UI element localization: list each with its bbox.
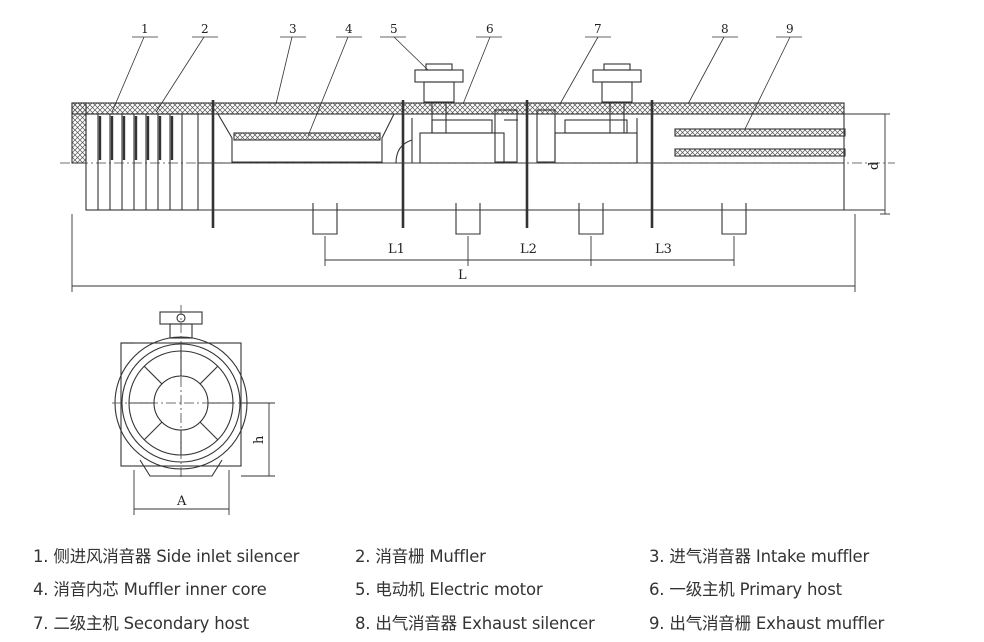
callout-1: 1 — [141, 22, 149, 36]
legend-item-2: 2. 消音栅 Muffler — [355, 547, 486, 566]
legend-item-4: 4. 消音内芯 Muffler inner core — [33, 580, 267, 599]
callout-8: 8 — [721, 22, 729, 36]
dim-label-h: h — [252, 435, 267, 444]
secondary-host — [536, 109, 638, 164]
insulation-left-end — [71, 102, 87, 164]
callout-5: 5 — [390, 22, 398, 36]
insulation-top — [71, 102, 845, 115]
callout-7: 7 — [594, 22, 602, 36]
electric-motor-1 — [414, 63, 464, 133]
side-inlet-silencer — [85, 113, 199, 211]
support-legs — [312, 203, 747, 235]
legend-item-9: 9. 出气消音栅 Exhaust muffler — [649, 614, 885, 633]
parts-legend: 1. 侧进风消音器 Side inlet silencer 2. 消音栅 Muf… — [0, 533, 984, 638]
flanges — [211, 100, 654, 228]
dim-label-L1: L1 — [388, 242, 405, 257]
callout-3: 3 — [289, 22, 297, 36]
callout-4: 4 — [345, 22, 353, 36]
intake-muffler — [217, 113, 395, 163]
legend-item-5: 5. 电动机 Electric motor — [355, 580, 543, 599]
side-dimensions — [71, 113, 890, 292]
callout-9: 9 — [786, 22, 794, 36]
dim-label-L: L — [458, 268, 467, 283]
dim-label-L3: L3 — [655, 242, 672, 257]
exhaust-muffler — [674, 128, 846, 157]
legend-item-8: 8. 出气消音器 Exhaust silencer — [355, 614, 595, 633]
side-elevation — [71, 63, 885, 235]
callout-leaders — [111, 36, 802, 137]
dim-label-d: d — [867, 162, 882, 170]
legend-item-1: 1. 侧进风消音器 Side inlet silencer — [33, 547, 300, 566]
legend-item-3: 3. 进气消音器 Intake muffler — [649, 547, 870, 566]
callout-2: 2 — [201, 22, 209, 36]
callout-6: 6 — [486, 22, 494, 36]
legend-item-6: 6. 一级主机 Primary host — [649, 580, 842, 599]
end-view-dimensions — [133, 402, 275, 515]
legend-item-7: 7. 二级主机 Secondary host — [33, 614, 250, 633]
primary-host — [395, 109, 518, 164]
technical-drawing: L1 L2 L3 L d 1 2 3 4 5 6 7 8 9 — [60, 22, 895, 515]
electric-motor-2 — [592, 63, 642, 133]
dim-label-L2: L2 — [520, 242, 537, 257]
muffler-inner-core — [233, 132, 381, 141]
muffler-baffles — [98, 116, 174, 160]
dim-label-A: A — [176, 494, 187, 509]
